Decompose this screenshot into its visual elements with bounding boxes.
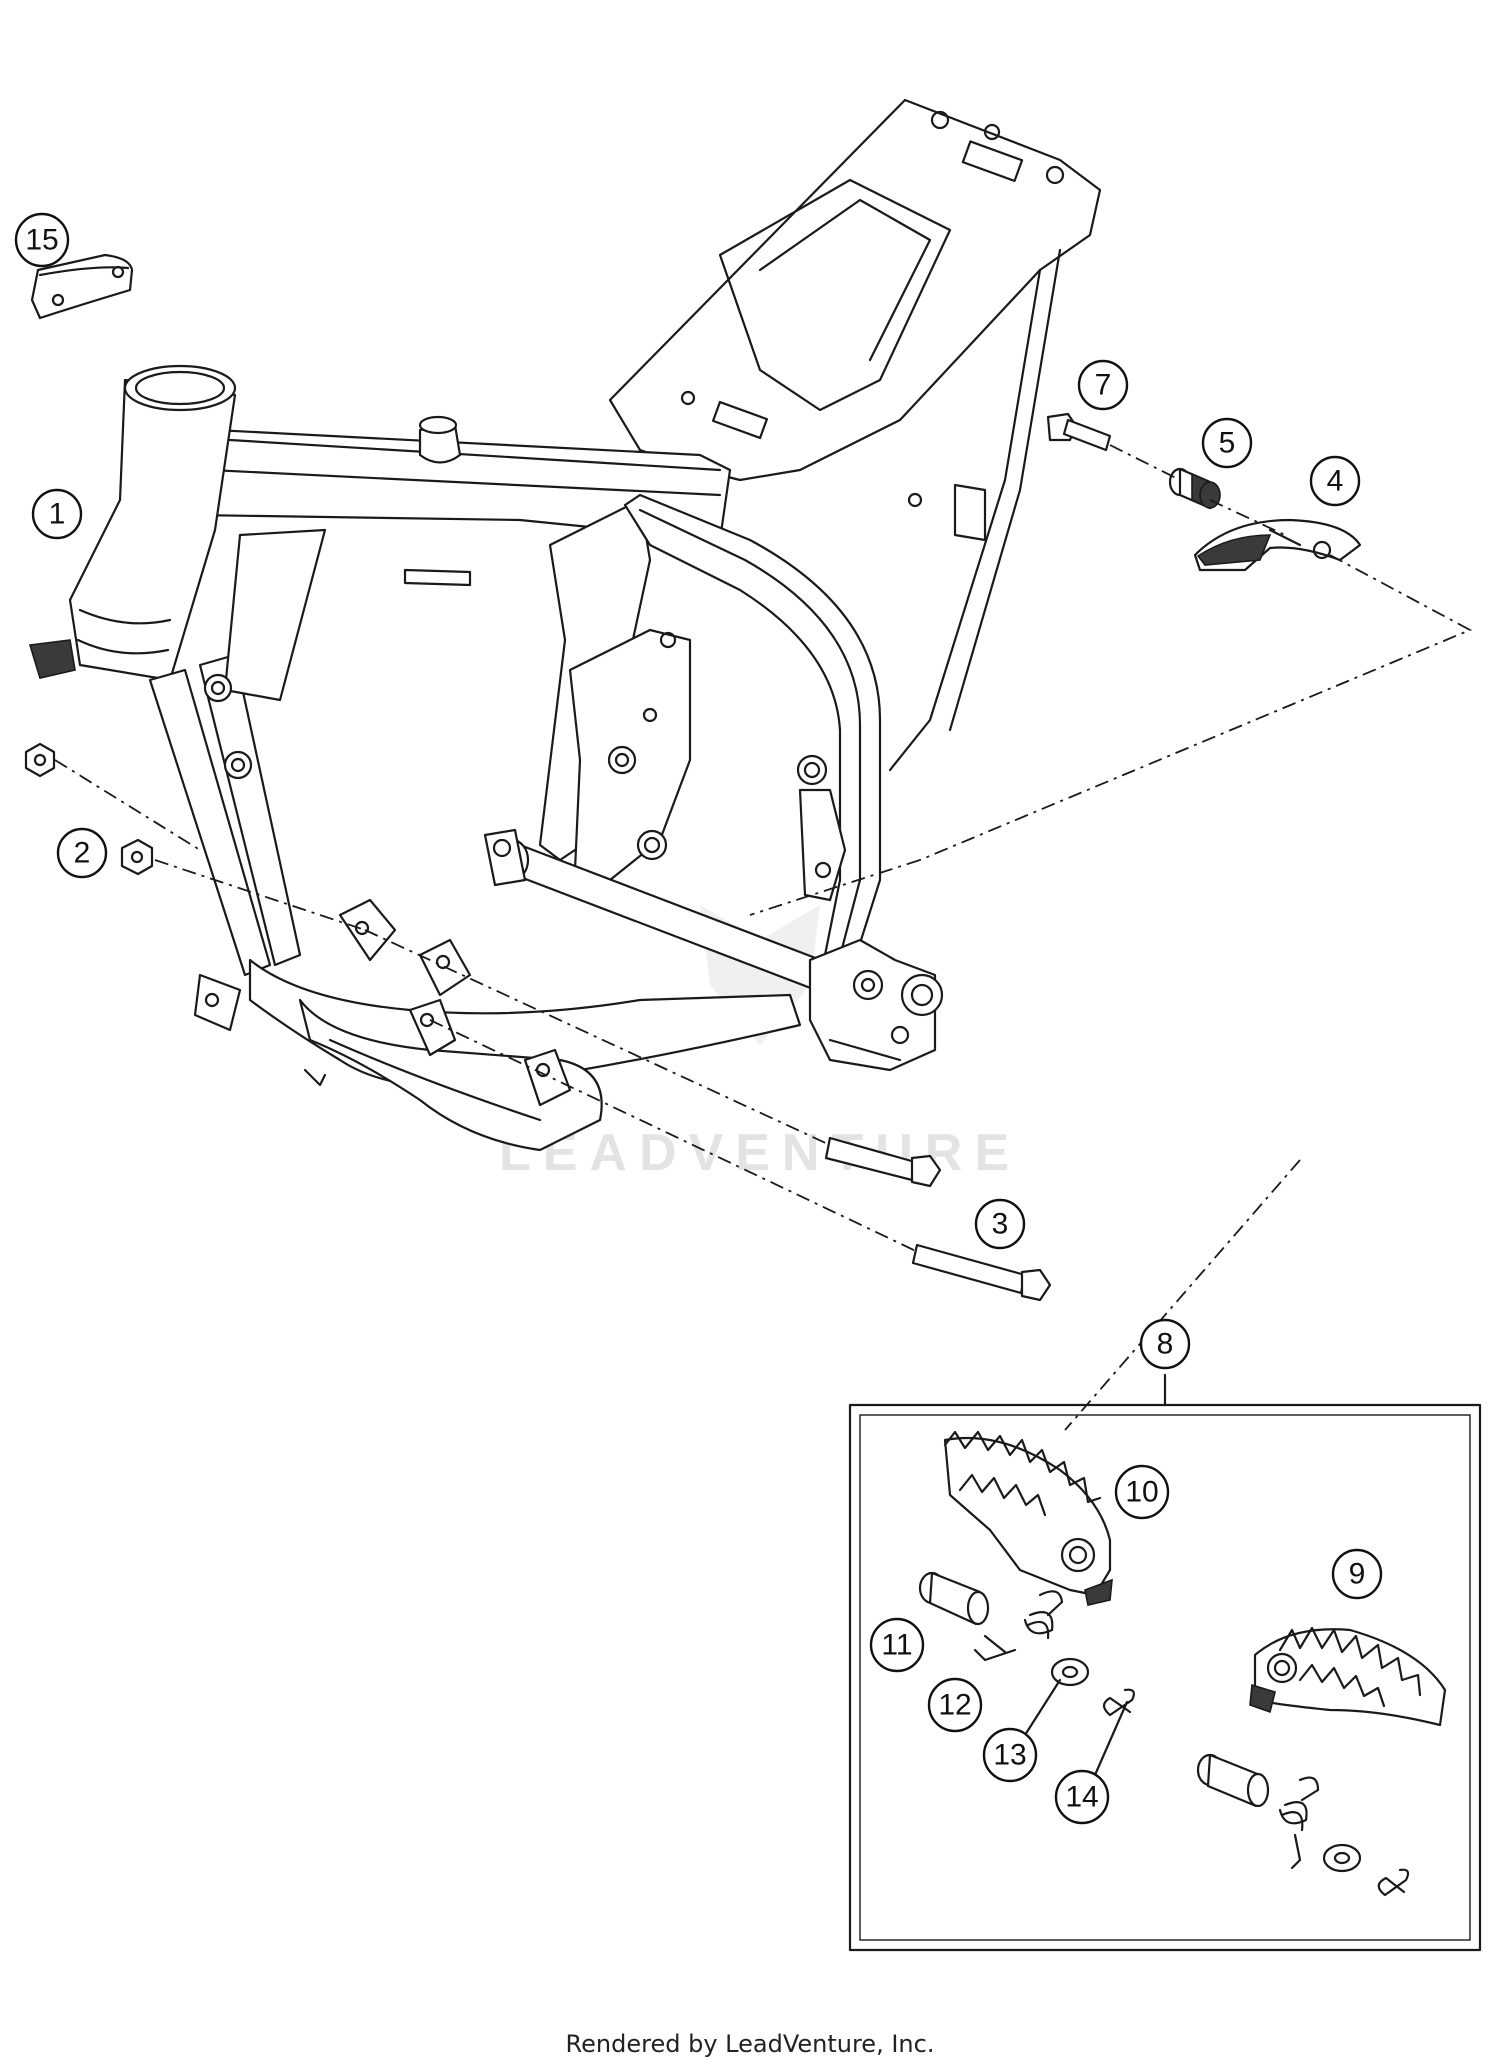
part-nuts[interactable] xyxy=(24,742,154,876)
part-footpeg-left[interactable] xyxy=(943,1430,1113,1606)
callout-2[interactable]: 2 xyxy=(56,827,108,879)
svg-text:15: 15 xyxy=(25,224,58,257)
part-chain-guide[interactable] xyxy=(1193,518,1362,572)
callout-14[interactable]: 14 xyxy=(1054,1769,1110,1825)
svg-text:10: 10 xyxy=(1125,1476,1158,1509)
part-bolt-7[interactable] xyxy=(1046,412,1112,452)
callout-leaders xyxy=(983,1634,1129,1777)
callout-3[interactable]: 3 xyxy=(974,1198,1026,1250)
svg-text:1: 1 xyxy=(49,498,66,531)
svg-text:13: 13 xyxy=(993,1739,1026,1772)
svg-text:9: 9 xyxy=(1349,1558,1366,1591)
part-washer-right[interactable] xyxy=(1322,1843,1362,1873)
part-sleeve[interactable] xyxy=(1168,467,1221,510)
kit-box xyxy=(848,1373,1482,1952)
svg-text:5: 5 xyxy=(1219,427,1236,460)
part-washer-left[interactable] xyxy=(1050,1657,1090,1687)
part-footpeg-right[interactable] xyxy=(1249,1626,1447,1727)
callout-15[interactable]: 15 xyxy=(14,212,70,268)
svg-text:11: 11 xyxy=(881,1629,912,1662)
part-clip-left[interactable] xyxy=(1102,1688,1135,1717)
svg-text:4: 4 xyxy=(1327,465,1344,498)
part-pin-right[interactable] xyxy=(1196,1753,1270,1808)
callout-8[interactable]: 8 xyxy=(1139,1318,1191,1370)
callout-13[interactable]: 13 xyxy=(982,1727,1038,1783)
part-clip-right[interactable] xyxy=(1377,1868,1410,1897)
svg-text:3: 3 xyxy=(992,1208,1009,1241)
callout-9[interactable]: 9 xyxy=(1331,1548,1383,1600)
part-pin-left[interactable] xyxy=(918,1571,990,1626)
svg-text:2: 2 xyxy=(74,837,91,870)
callout-5[interactable]: 5 xyxy=(1201,417,1253,469)
callout-4[interactable]: 4 xyxy=(1309,455,1361,507)
svg-text:8: 8 xyxy=(1157,1328,1174,1361)
part-spring-left[interactable] xyxy=(973,1590,1064,1662)
part-cap[interactable] xyxy=(30,253,134,320)
part-bolts[interactable] xyxy=(824,1136,1052,1302)
svg-text:12: 12 xyxy=(938,1689,971,1722)
callout-10[interactable]: 10 xyxy=(1114,1464,1170,1520)
svg-text:7: 7 xyxy=(1095,369,1112,402)
part-spring-right[interactable] xyxy=(1278,1776,1320,1870)
callout-12[interactable]: 12 xyxy=(927,1677,983,1733)
frame[interactable] xyxy=(28,98,1102,1152)
watermark-text: LEADVENTURE xyxy=(499,1124,1021,1182)
render-credit: Rendered by LeadVenture, Inc. xyxy=(565,2030,935,2058)
callout-1[interactable]: 1 xyxy=(31,488,83,540)
callout-11[interactable]: 11 xyxy=(869,1617,925,1673)
callout-7[interactable]: 7 xyxy=(1077,359,1129,411)
svg-text:14: 14 xyxy=(1065,1781,1098,1814)
leader-lines xyxy=(54,444,1473,1431)
